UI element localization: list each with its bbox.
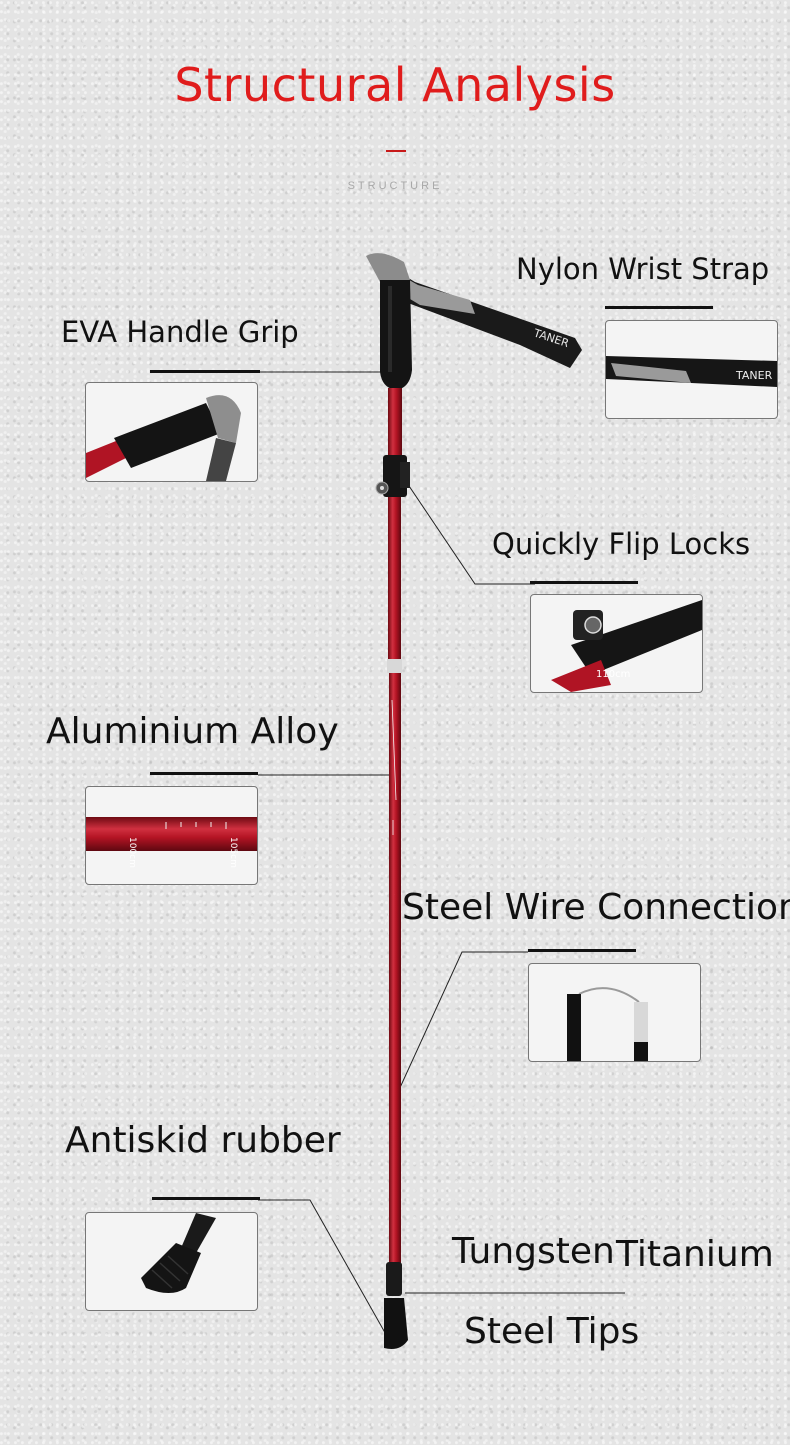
label-flip-locks: Quickly Flip Locks [492,527,751,561]
label-handle-grip: EVA Handle Grip [61,315,299,349]
detail-box-rubber [85,1212,258,1311]
page-title: Structural Analysis [174,58,616,112]
label-steel-tips: Steel Tips [464,1311,640,1352]
label-rubber: Antiskid rubber [65,1120,341,1161]
flip-lock-drawing [375,455,410,497]
label-underline [150,370,260,373]
detail-box-wrist-strap: TANER [605,320,778,419]
scale-text: 100cm [127,837,137,868]
label-aluminium: Aluminium Alloy [46,711,339,752]
label-titanium: Titanium [616,1234,774,1275]
pole-tip-drawing [384,1262,408,1349]
label-underline [152,1197,260,1200]
middle-shaft [388,497,401,659]
label-tungsten: Tungsten [452,1231,615,1272]
upper-shaft [388,388,402,458]
label-underline [530,581,638,584]
detail-box-aluminium: 100cm 105cm [85,786,258,885]
strap-brand-text: TANER [735,369,773,382]
label-underline [605,306,713,309]
label-steel-wire: Steel Wire Connection [402,887,790,928]
scale-text: 110cm [596,669,630,680]
bottom-shaft [389,895,401,1270]
detail-box-flip-locks: 110cm [530,594,703,693]
label-wrist-strap: Nylon Wrist Strap [516,252,770,286]
detail-box-handle-grip [85,382,258,482]
detail-box-steel-wire [528,963,701,1062]
scale-text: 105cm [228,837,238,868]
label-underline [528,949,636,952]
handle-drawing [366,253,412,390]
shaft-ring [387,659,402,673]
page-subtitle: STRUCTURE [347,180,443,192]
label-underline [150,772,258,775]
leader-lines [258,371,625,1339]
title-divider [386,150,406,152]
